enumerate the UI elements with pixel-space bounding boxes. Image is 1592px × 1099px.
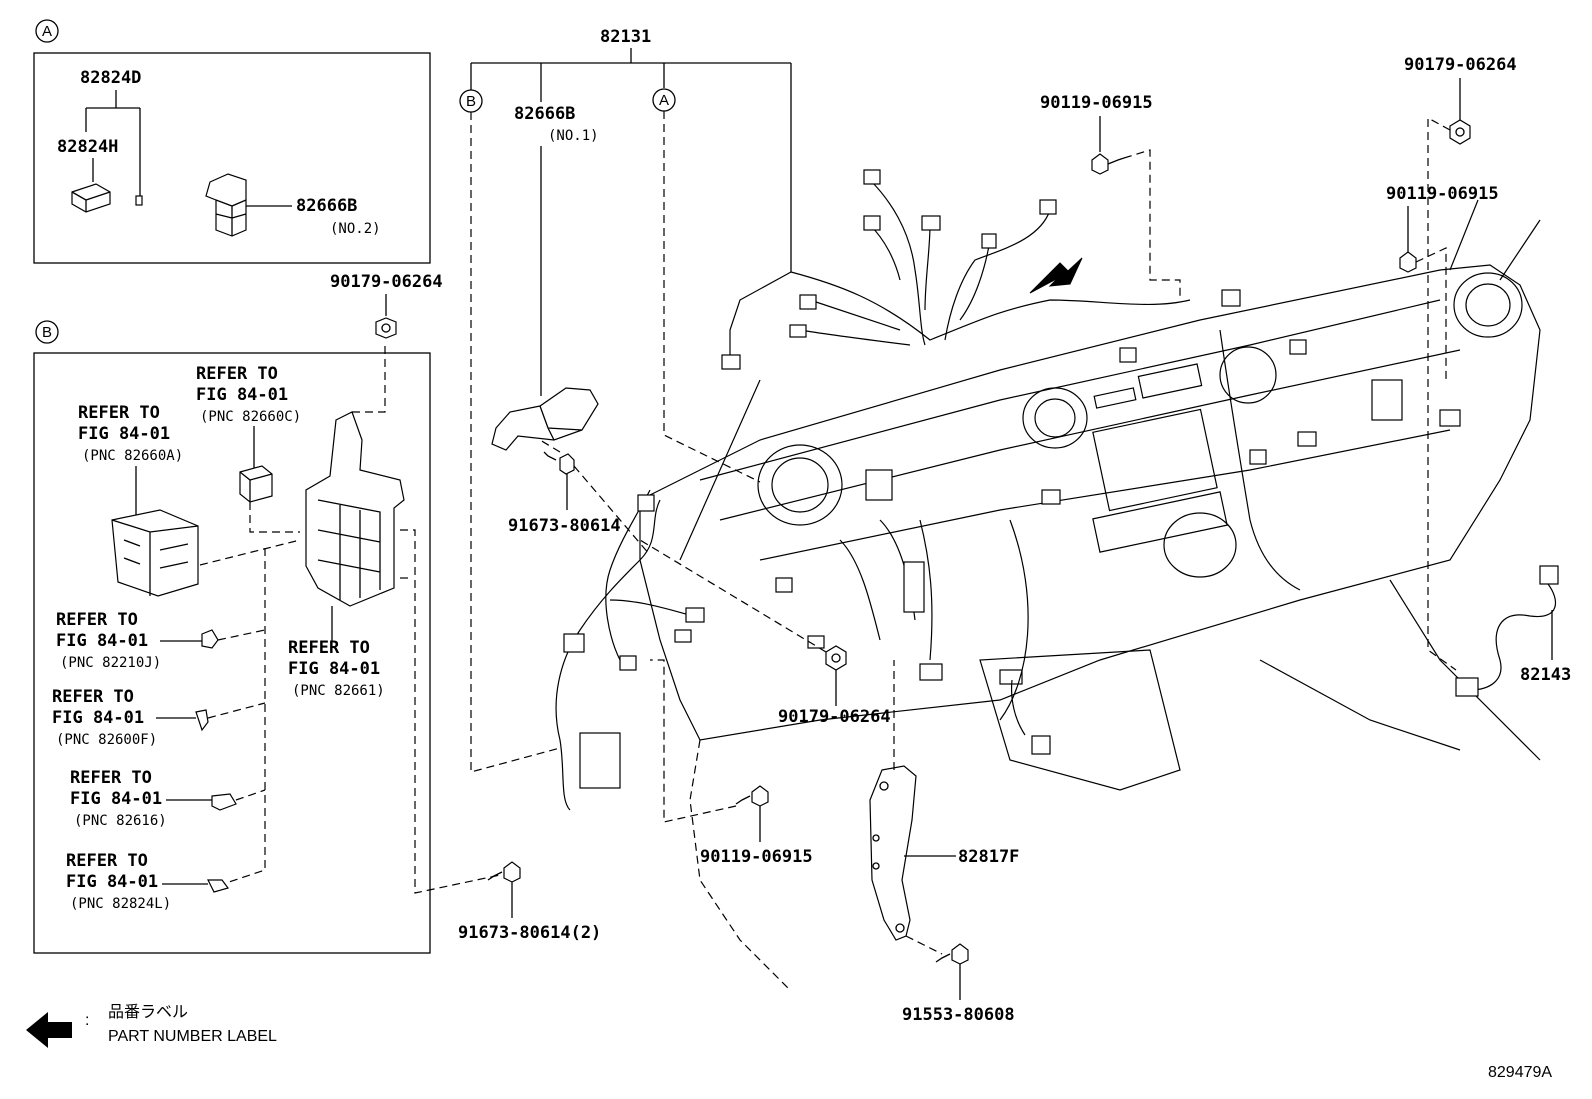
- label-82824D[interactable]: 82824D: [80, 68, 141, 88]
- label-90179-06264-left[interactable]: 90179-06264: [330, 272, 443, 292]
- center-display: [1092, 408, 1218, 512]
- label-90179-06264-mid[interactable]: 90179-06264: [778, 707, 891, 727]
- part-82210J: [201, 629, 219, 649]
- refer-to-82824L: REFER TO: [66, 851, 148, 871]
- label-91673-80614[interactable]: 91673-80614: [508, 516, 621, 536]
- bolt-90119-06915-right: [1399, 251, 1417, 273]
- label-90119-06915-right[interactable]: 90119-06915: [1386, 184, 1499, 204]
- refer-to-82660A: REFER TO: [78, 403, 160, 423]
- bracket-82817F: [869, 765, 917, 941]
- label-82666B-main[interactable]: 82666B: [514, 104, 575, 124]
- main-assembly: 82131 B A 82666B (NO.1) 91673-80614 9167…: [458, 27, 1571, 1025]
- pnc-82600F: (PNC 82600F): [56, 732, 157, 748]
- bolt-90119-06915-bottom: [751, 785, 769, 807]
- ecu-module: [579, 732, 621, 789]
- label-91673-80614-2[interactable]: 91673-80614(2): [458, 923, 601, 943]
- relay-82660C: [239, 465, 273, 503]
- label-82824H[interactable]: 82824H: [57, 137, 118, 157]
- fig-82824L[interactable]: FIG 84-01: [66, 872, 158, 892]
- pnc-82660A: (PNC 82660A): [82, 448, 183, 464]
- marker-b-label: B: [42, 324, 52, 341]
- refer-to-82210J: REFER TO: [56, 610, 138, 630]
- fig-82210J[interactable]: FIG 84-01: [56, 631, 148, 651]
- label-82666B-qty-inset-a: (NO.2): [330, 221, 381, 237]
- gauge-left: [757, 444, 843, 526]
- fig-82616[interactable]: FIG 84-01: [70, 789, 162, 809]
- harness-82131: [729, 271, 792, 355]
- label-82666B-inset-a[interactable]: 82666B: [296, 196, 357, 216]
- part-82616: [211, 793, 237, 811]
- part-82824L: [207, 879, 230, 893]
- marker-a-circle: [35, 19, 59, 43]
- instrument-panel-outline: [639, 264, 1541, 741]
- label-82131[interactable]: 82131: [600, 27, 651, 47]
- part-number-label-legend-arrow: [26, 1012, 72, 1048]
- label-82817F[interactable]: 82817F: [958, 847, 1019, 867]
- legend-en-text: PART NUMBER LABEL: [108, 1028, 277, 1045]
- gauge-center: [1022, 387, 1088, 449]
- label-90179-06264-top[interactable]: 90179-06264: [1404, 55, 1517, 75]
- fig-82600F[interactable]: FIG 84-01: [52, 708, 144, 728]
- bracket-82661: [305, 411, 405, 607]
- legend: : 品番ラベル PART NUMBER LABEL: [26, 1003, 277, 1048]
- bracket-82666B-no2: [205, 173, 247, 237]
- junction-block-82660A: [111, 509, 199, 597]
- bolt-90119-06915-top: [1091, 153, 1109, 175]
- clip-82824D: [135, 195, 143, 206]
- label-82666B-qty-main: (NO.1): [548, 128, 599, 144]
- part-82600F: [195, 709, 209, 732]
- pnc-82661: (PNC 82661): [292, 683, 385, 699]
- refer-to-82616: REFER TO: [70, 768, 152, 788]
- legend-colon: :: [85, 1012, 89, 1029]
- label-90119-06915-top[interactable]: 90119-06915: [1040, 93, 1153, 113]
- legend-jp-text: 品番ラベル: [108, 1003, 188, 1021]
- bolt-91553-80608: [951, 943, 969, 965]
- fig-82660A[interactable]: FIG 84-01: [78, 424, 170, 444]
- marker-b-main-label: B: [466, 93, 476, 110]
- bolt-91673-80614-2: [503, 861, 521, 883]
- marker-b-circle: [35, 320, 59, 344]
- nut-90179-06264-mid: [825, 645, 847, 671]
- diagram-id: 829479A: [1488, 1064, 1552, 1081]
- label-91553-80608[interactable]: 91553-80608: [902, 1005, 1015, 1025]
- vent-right: [1453, 272, 1523, 338]
- pnc-82210J: (PNC 82210J): [60, 655, 161, 671]
- refer-to-82600F: REFER TO: [52, 687, 134, 707]
- inset-b-box: [33, 352, 431, 954]
- nut-90179-06264-top: [1449, 119, 1471, 145]
- marker-a-label: A: [42, 23, 52, 40]
- inset-a: A 82824D 82824H 82666B (NO.2): [33, 19, 431, 264]
- fig-82661[interactable]: FIG 84-01: [288, 659, 380, 679]
- bolt-91673-80614: [559, 453, 575, 475]
- pnc-82616: (PNC 82616): [74, 813, 167, 829]
- pnc-82824L: (PNC 82824L): [70, 896, 171, 912]
- refer-to-82660C: REFER TO: [196, 364, 278, 384]
- label-90119-06915-bottom[interactable]: 90119-06915: [700, 847, 813, 867]
- harness-82143: [1469, 583, 1556, 691]
- refer-to-82661: REFER TO: [288, 638, 370, 658]
- label-82143[interactable]: 82143: [1520, 665, 1571, 685]
- inset-b: B REFER TO FIG 84-01 (PNC 82660C) REFER …: [33, 272, 501, 954]
- fig-82660C[interactable]: FIG 84-01: [196, 385, 288, 405]
- part-number-label-arrow: [1029, 257, 1083, 294]
- pnc-82660C: (PNC 82660C): [200, 409, 301, 425]
- nut-90179-06264-left: [375, 317, 397, 339]
- marker-a-main-label: A: [659, 92, 669, 109]
- vent-center: [1163, 512, 1237, 578]
- inset-a-box: [33, 52, 431, 264]
